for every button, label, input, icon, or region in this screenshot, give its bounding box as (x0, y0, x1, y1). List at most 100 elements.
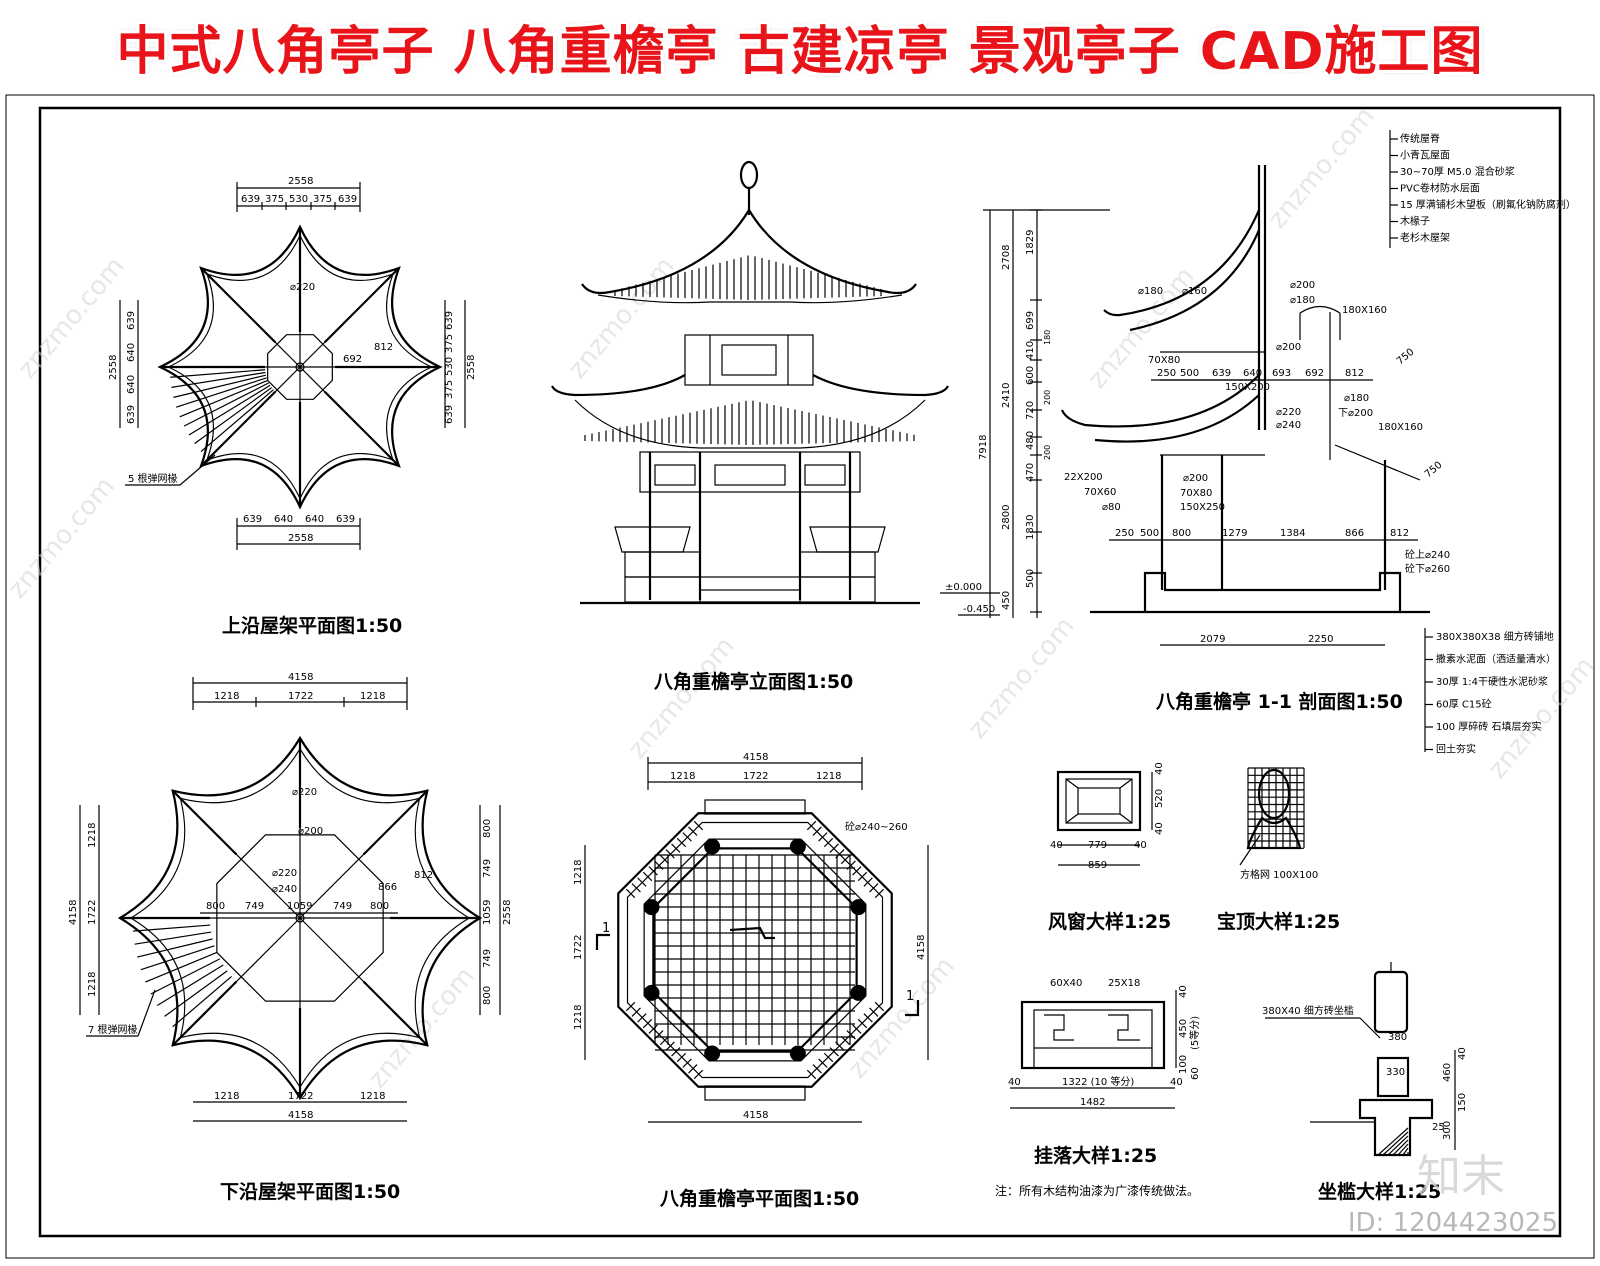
seat-d3: 460 (1442, 1063, 1453, 1082)
floor-top-seg-1: 1218 (670, 771, 695, 782)
wind-caption: 风窗大样1:25 (1048, 910, 1171, 933)
hang-lbl-b: 25X18 (1108, 978, 1140, 989)
lower-note: 7 根弹网椽 (88, 1023, 138, 1036)
lower-left-seg-3: 1218 (87, 972, 98, 997)
sec-top-5: ⌀200 (1276, 342, 1301, 353)
upper-right-seg-5: 639 (444, 405, 455, 424)
lower-right-seg-4: 749 (482, 949, 493, 968)
sec-top-1: ⌀160 (1182, 286, 1207, 297)
dim-value: 250 (1115, 528, 1134, 539)
floor-bot-total: 4158 (743, 1110, 768, 1121)
upper-bot-seg-2: 640 (274, 514, 293, 525)
floor-left-seg-1: 1218 (573, 860, 584, 885)
sec-base-0: 砼上⌀240 (1405, 548, 1450, 561)
lower-right-seg-3: 1059 (482, 900, 493, 925)
lower-top-seg-3: 1218 (360, 691, 385, 702)
floor-top-seg-3: 1218 (816, 771, 841, 782)
section-caption: 八角重檐亭 1-1 剖面图1:50 (1156, 690, 1403, 713)
seat-d5: 300 (1442, 1121, 1453, 1140)
floor-left-seg-3: 1218 (573, 1005, 584, 1030)
section-mark-right: 1 (906, 989, 914, 1004)
sec-low-1: 70X60 (1084, 487, 1116, 498)
upper-left-total: 2558 (108, 355, 119, 380)
inner-frame (38, 106, 1562, 1238)
section-mark-left: 1 (602, 921, 610, 936)
roof-layer-note: 老杉木屋架 (1400, 231, 1450, 244)
sec-top-6: 70X80 (1148, 355, 1180, 366)
sec-top-3: ⌀180 (1290, 295, 1315, 306)
upper-star-outline (157, 224, 443, 510)
level-1: -0.450 (963, 604, 995, 615)
seat-caption: 坐槛大样1:25 (1318, 1180, 1441, 1203)
floor-layer-note: 撒素水泥面（洒适量清水） (1436, 653, 1556, 666)
section-inner-dim: 1830 (1025, 515, 1036, 540)
lower-right-total: 2558 (502, 900, 513, 925)
hang-lbl-a: 60X40 (1050, 978, 1082, 989)
upper-top-seg-1: 639 (241, 194, 260, 205)
lower-plan-caption: 下沿屋架平面图1:50 (220, 1181, 400, 1203)
hanging-detail: 60X40 25X18 40 1322 (10 等分) 40 1482 40 4… (1008, 978, 1201, 1167)
dim-value: 693 (1272, 368, 1291, 379)
seat-detail: 380X40 细方砖坐槛 380 330 460 150 300 25 40 坐… (1262, 962, 1468, 1203)
image-id: ID: 1204423025 (1347, 1208, 1558, 1238)
upper-left-seg-1: 639 (126, 311, 137, 330)
dim-value: 866 (1345, 528, 1364, 539)
upper-diag-b: 812 (374, 342, 393, 353)
elevation-caption: 八角重檐亭立面图1:50 (654, 670, 853, 693)
lower-dia-2: ⌀220 (272, 868, 297, 879)
dim-value: 1059 (287, 901, 312, 912)
lower-diag-a: 866 (378, 882, 397, 893)
dim-value: 749 (245, 901, 264, 912)
upper-left-seg-4: 639 (126, 405, 137, 424)
section-inner-dim: 699 (1025, 311, 1036, 330)
hang-inner: 1322 (10 等分) (1062, 1075, 1134, 1088)
wind-h2: 520 (1154, 789, 1165, 808)
roof-layer-note: 木椽子 (1400, 215, 1430, 228)
sec-top-9: ⌀240 (1276, 420, 1301, 431)
upper-right-seg-1: 639 (444, 311, 455, 330)
dim-value: 749 (333, 901, 352, 912)
sec-low-4: 70X80 (1180, 488, 1212, 499)
dim-value: 640 (1243, 368, 1262, 379)
dim-value: 639 (1212, 368, 1231, 379)
sec-top-4: 180X160 (1342, 305, 1387, 316)
sec-angle-1: 750 (1395, 347, 1417, 368)
lower-top-total: 4158 (288, 672, 313, 683)
section-small-dim: 180 (1043, 330, 1052, 345)
upper-left-seg-3: 640 (126, 375, 137, 394)
lower-bot-total: 4158 (288, 1110, 313, 1121)
section-inner-dim: 1829 (1025, 230, 1036, 255)
title-banner: 中式八角亭子 八角重檐亭 古建凉亭 景观亭子 CAD施工图 (0, 0, 1600, 92)
banner-title: 中式八角亭子 八角重檐亭 古建凉亭 景观亭子 CAD施工图 (116, 21, 1484, 82)
dim-value: 800 (370, 901, 389, 912)
section-total: 7918 (978, 435, 989, 460)
sec-low-0: 22X200 (1064, 472, 1103, 483)
seat-d7: 40 (1457, 1047, 1468, 1060)
section-outer-dim: 2410 (1001, 383, 1012, 408)
lower-roof-plan: 4158 1218 1722 1218 1218 1722 1218 4158 … (68, 672, 513, 1203)
watermark-7: znzmo.com (1482, 652, 1600, 785)
dim-value: 500 (1180, 368, 1199, 379)
watermark-10: znzmo.com (842, 952, 960, 1085)
finial-caption: 宝顶大样1:25 (1217, 910, 1340, 933)
lower-right-seg-5: 800 (482, 986, 493, 1005)
section-small-dim: 200 (1043, 445, 1052, 460)
roof-layer-note: 传统屋脊 (1400, 132, 1440, 145)
floor-col-note: 砼⌀240~260 (845, 820, 908, 833)
sec-base-1: 砼下⌀260 (1405, 562, 1450, 575)
dim-value: 1279 (1222, 528, 1247, 539)
wind-window-detail: 40 779 40 859 40 520 40 风窗大样1:25 (1048, 762, 1171, 933)
wind-inner: 779 (1088, 840, 1107, 851)
lower-dia-0: ⌀220 (292, 787, 317, 798)
roof-layer-note: 小青瓦屋面 (1400, 149, 1450, 162)
section-inner-dim: 600 (1025, 366, 1036, 385)
lower-left-total: 4158 (68, 900, 79, 925)
dim-value: 812 (1390, 528, 1409, 539)
wind-h1: 40 (1154, 762, 1165, 775)
floor-top-total: 4158 (743, 752, 768, 763)
roof-layer-note: 30~70厚 M5.0 混合砂浆 (1400, 165, 1515, 178)
finial-detail: 方格网 100X100 宝顶大样1:25 (1217, 767, 1340, 933)
hang-total: 1482 (1080, 1097, 1105, 1108)
sec-angle-2: 750 (1423, 460, 1445, 481)
